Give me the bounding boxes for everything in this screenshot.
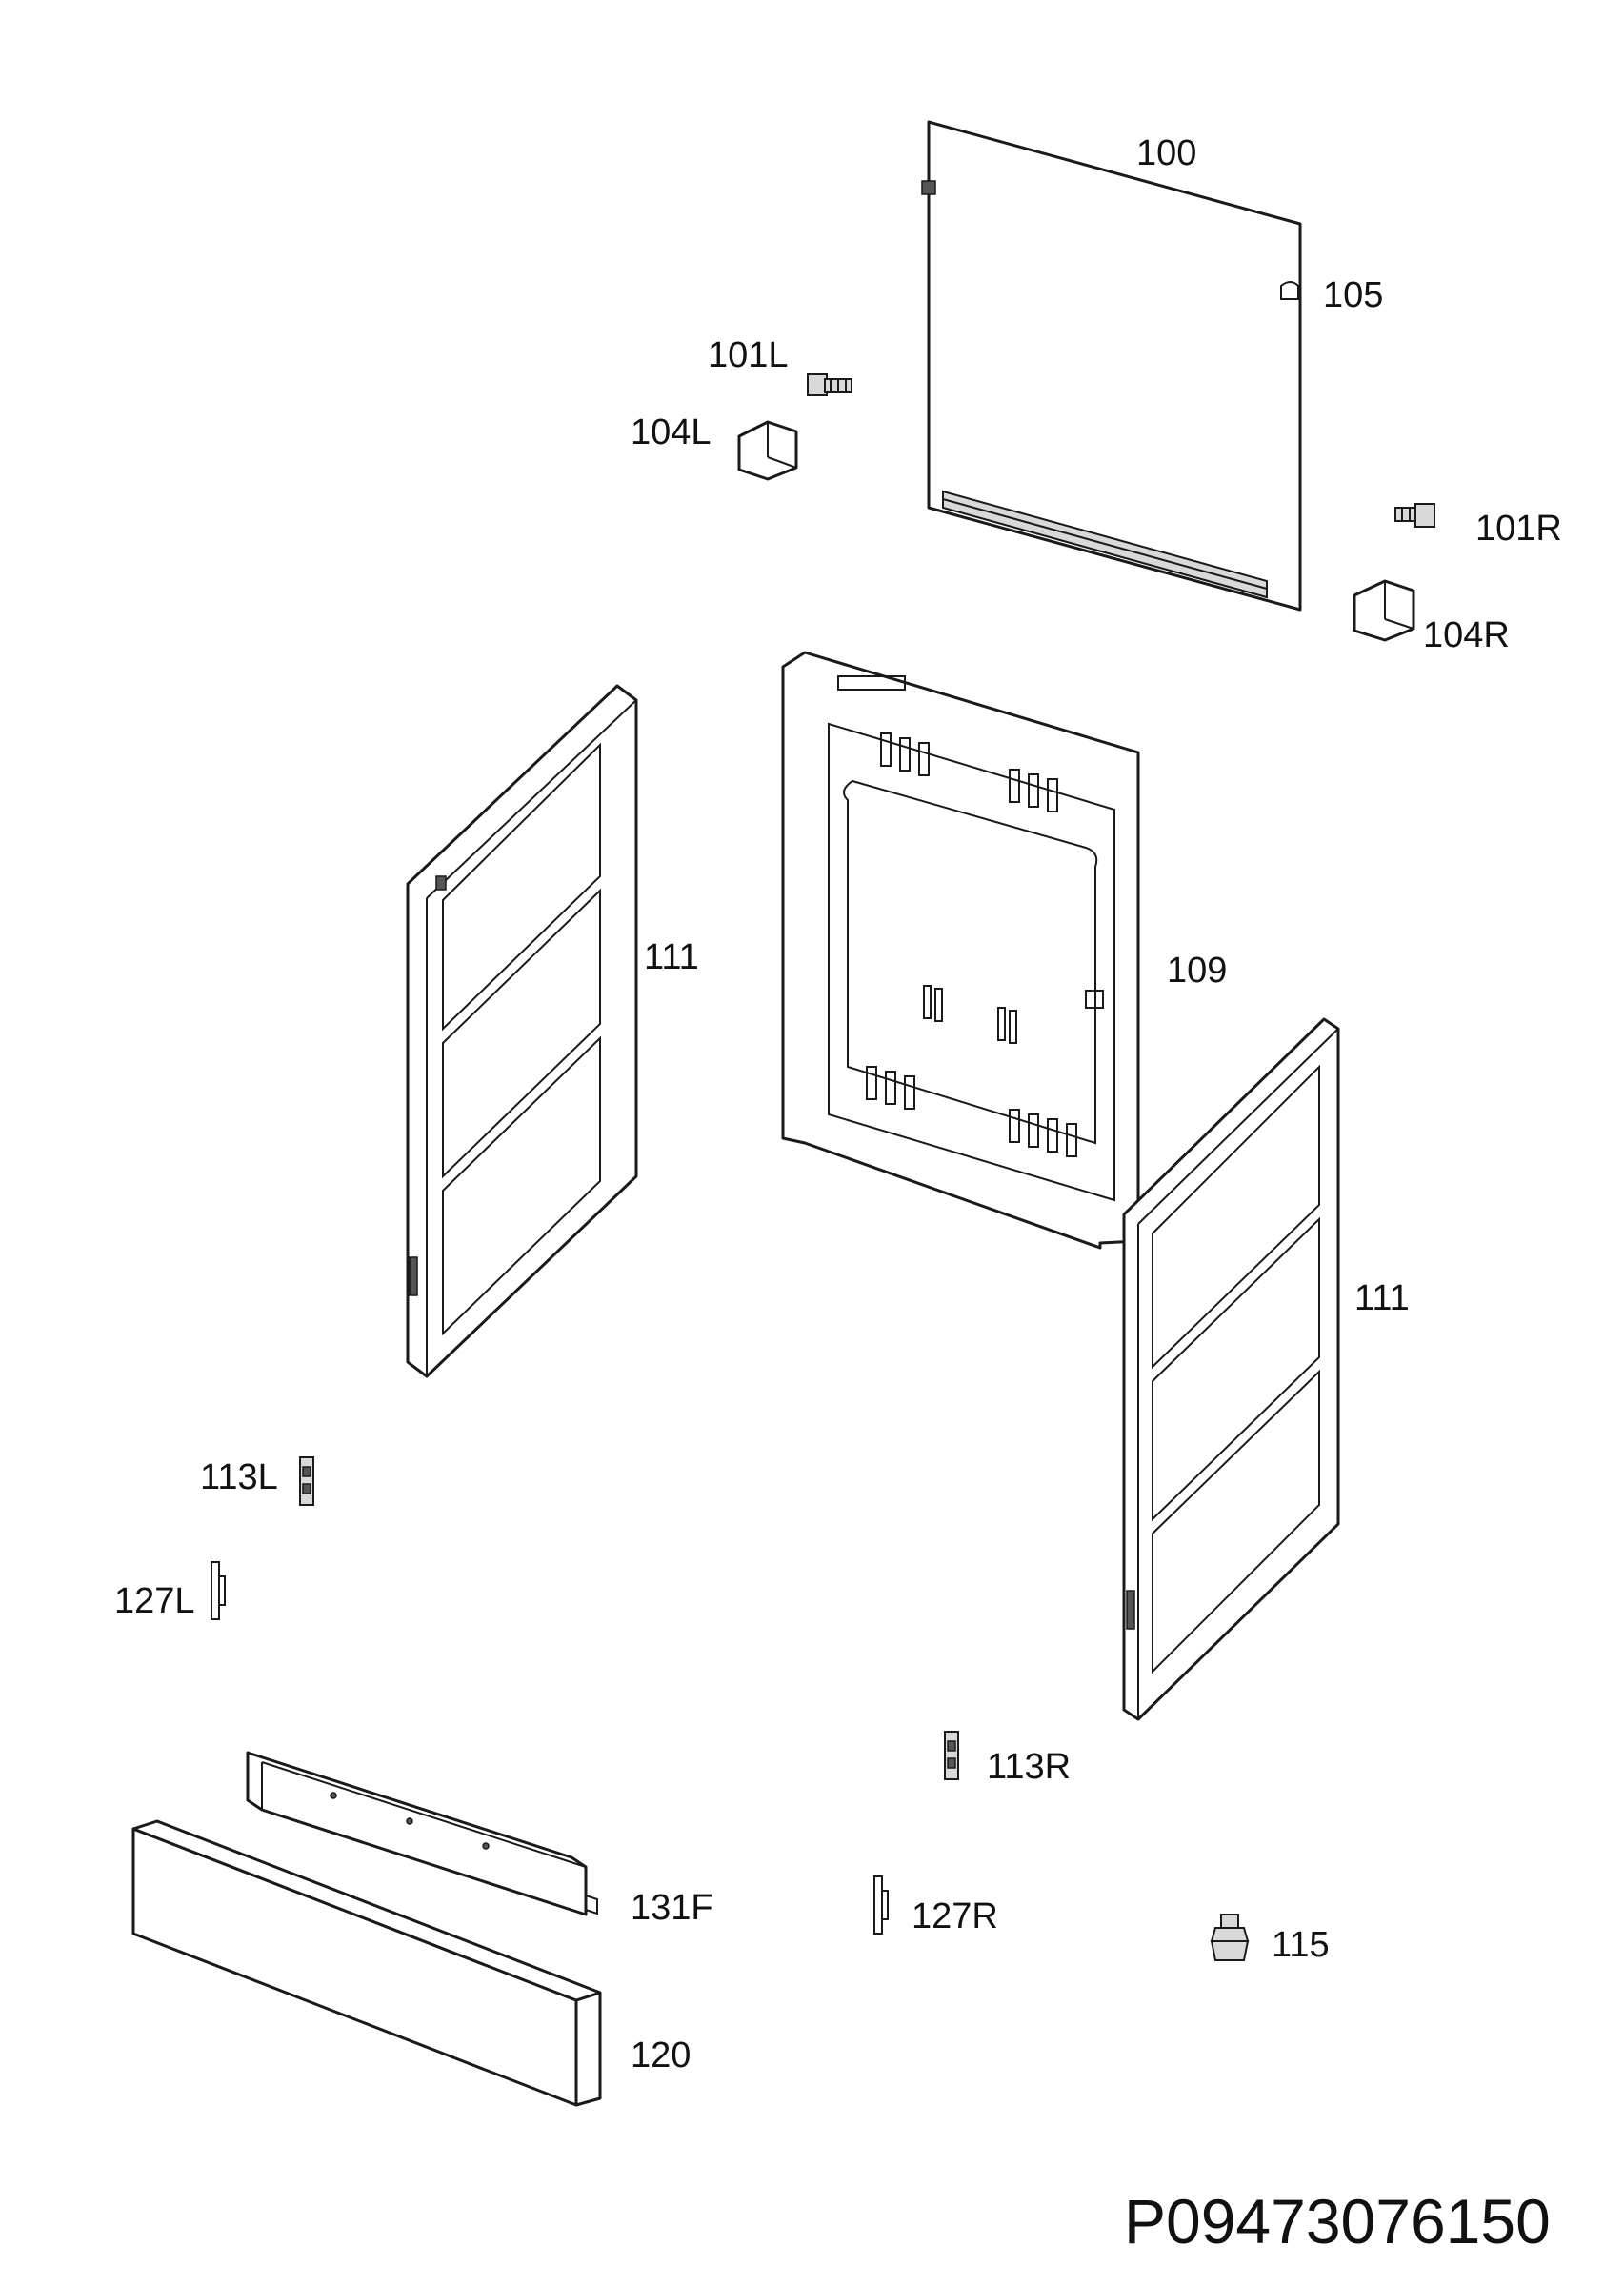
label-104R: 104R: [1423, 615, 1510, 655]
vent-slots-bottom: [866, 1066, 1077, 1157]
label-113L: 113L: [200, 1457, 278, 1497]
part-100-glass-panel: [921, 120, 1302, 612]
label-101L: 101L: [708, 335, 789, 375]
vent-slots-top: [880, 732, 1058, 812]
label-104L: 104L: [631, 412, 712, 452]
label-113R: 113R: [987, 1747, 1071, 1787]
part-127L-bracket: [211, 1561, 226, 1620]
label-109: 109: [1167, 951, 1227, 991]
part-101L-hinge-screw: [807, 373, 852, 396]
part-115-screw-foot: [1210, 1914, 1250, 1961]
label-127L: 127L: [114, 1581, 195, 1621]
label-115: 115: [1272, 1925, 1330, 1965]
part-127R-bracket: [873, 1875, 889, 1935]
label-111-left: 111: [644, 937, 699, 977]
document-number: P09473076150: [1124, 2186, 1551, 2256]
part-111-right-side-frame: [1122, 1017, 1340, 1721]
part-109-back-panel: [781, 651, 1140, 1250]
part-113L-latch: [299, 1456, 314, 1506]
label-127R: 127R: [912, 1896, 998, 1936]
part-120-kick-plate: [131, 1819, 602, 2107]
label-100: 100: [1136, 133, 1196, 173]
label-105: 105: [1323, 275, 1383, 315]
label-120: 120: [631, 2035, 691, 2075]
vent-slots-middle: [923, 985, 1104, 1044]
label-111-right: 111: [1354, 1278, 1410, 1318]
label-101R: 101R: [1475, 509, 1562, 549]
part-104L-hinge-block: [737, 420, 798, 481]
part-111-left-side-frame: [406, 684, 638, 1378]
label-131F: 131F: [631, 1888, 713, 1928]
part-104R-hinge-block: [1353, 579, 1415, 642]
part-101R-hinge-screw: [1394, 503, 1435, 528]
part-131F-front-bracket: [246, 1751, 598, 1916]
part-113R-latch: [944, 1731, 959, 1780]
